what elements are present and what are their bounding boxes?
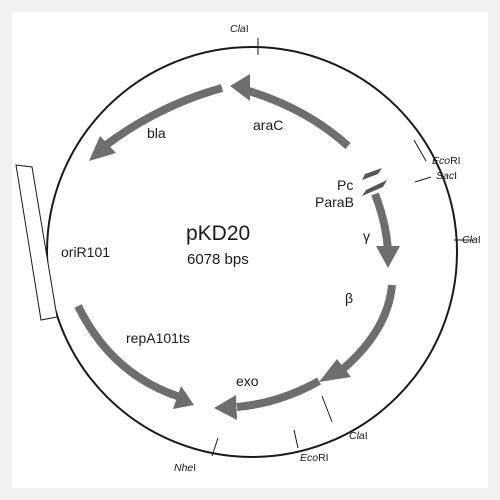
- nhei-label: NheI: [174, 462, 196, 474]
- cla-top-label: ClaI: [230, 23, 249, 35]
- repa-arrowhead: [173, 386, 194, 409]
- parab-label: ParaB: [315, 194, 354, 210]
- bla-label: bla: [147, 125, 166, 141]
- repa101ts-label: repA101ts: [126, 330, 190, 346]
- gamma-arrow: [371, 192, 392, 251]
- beta-arrowhead: [319, 359, 351, 382]
- gamma-label: γ: [363, 228, 370, 244]
- ecori-bottom-label: EcoRI: [300, 452, 329, 464]
- bla-arrow: [103, 84, 224, 149]
- bla-arrowhead: [89, 136, 116, 161]
- saci-tick: [414, 176, 432, 183]
- beta-arrow: [340, 284, 396, 373]
- cla-bottom-label: ClaI: [349, 430, 368, 442]
- exo-arrowhead: [214, 395, 237, 420]
- plasmid-name: pKD20: [186, 222, 250, 245]
- ecori-tick: [413, 139, 427, 162]
- pc-label: Pc: [337, 177, 353, 193]
- cla-right-label: ClaI: [462, 234, 481, 246]
- cla-bottom-tick: [321, 395, 333, 423]
- repa-arrow: [74, 304, 182, 401]
- orir101-label: oriR101: [61, 244, 110, 260]
- arac-label: araC: [253, 117, 283, 133]
- ecori-label: EcoRI: [432, 155, 461, 167]
- saci-label: SacI: [436, 170, 457, 182]
- pc-promoter-mark: [362, 168, 382, 180]
- parab-promoter-mark: [362, 180, 387, 196]
- gamma-arrowhead: [376, 246, 400, 268]
- exo-label: exo: [236, 373, 259, 389]
- beta-label: β: [345, 290, 353, 306]
- ecori-bottom-tick: [293, 429, 299, 449]
- arac-arrow: [240, 85, 351, 149]
- nhei-tick: [211, 437, 219, 457]
- arac-arrowhead: [230, 74, 250, 101]
- plasmid-size: 6078 bps: [187, 251, 249, 268]
- plasmid-backbone: [46, 46, 458, 458]
- exo-arrow: [236, 377, 321, 411]
- ori-region-box: [15, 164, 58, 321]
